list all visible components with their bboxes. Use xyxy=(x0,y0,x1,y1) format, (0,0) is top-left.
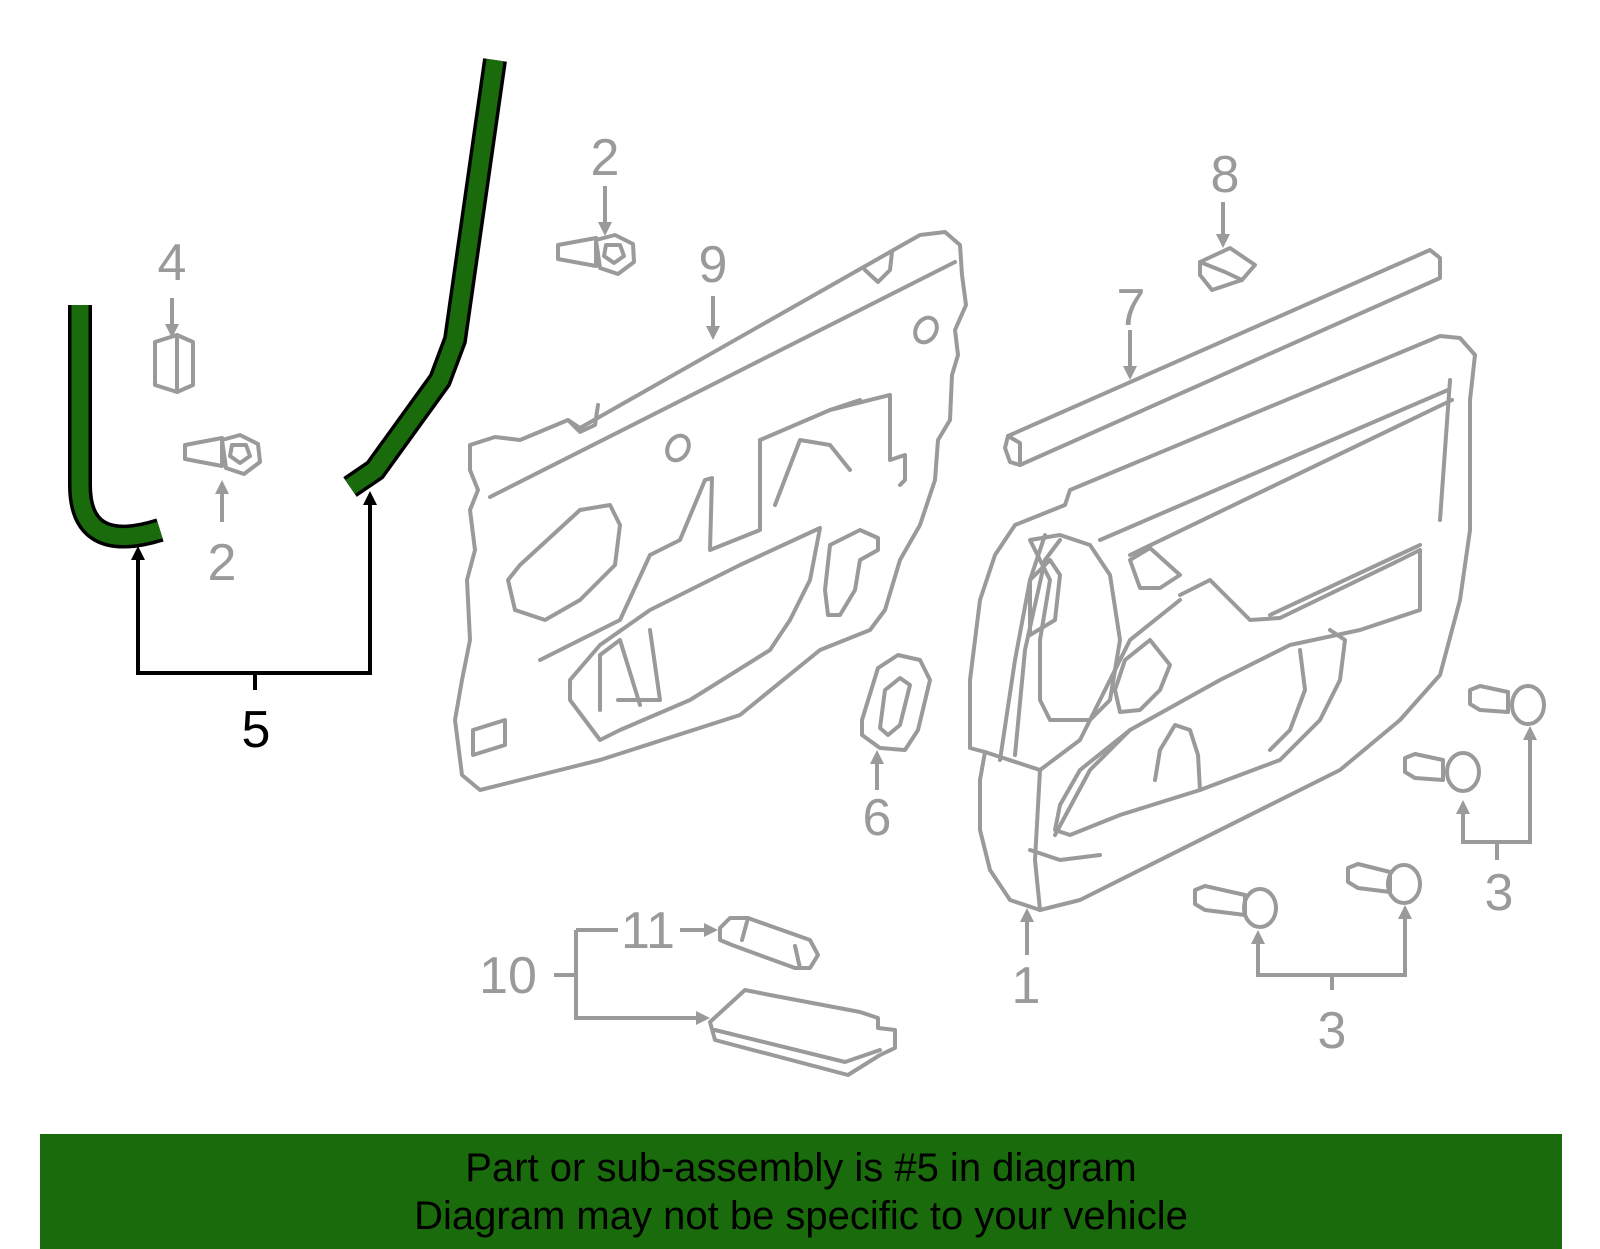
part-10-lamp[interactable] xyxy=(708,988,897,1077)
callout-11: 11 xyxy=(621,902,675,960)
part-3-push-pin-2[interactable] xyxy=(1403,751,1481,793)
callout-2a: 2 xyxy=(591,129,620,187)
leader-4 xyxy=(165,298,179,338)
leader-7 xyxy=(1123,330,1137,380)
callout-2b: 2 xyxy=(208,534,237,592)
part-7-belt-molding[interactable] xyxy=(1003,248,1442,467)
part-9-door-panel-carrier[interactable] xyxy=(453,230,968,792)
leader-9 xyxy=(706,296,720,340)
leader-2b xyxy=(215,480,229,522)
callout-3b: 3 xyxy=(1318,1002,1347,1060)
part-4-clip[interactable] xyxy=(153,333,195,394)
callout-7: 7 xyxy=(1117,279,1146,337)
part-3-push-pin-1[interactable] xyxy=(1468,684,1546,726)
part-3-push-pin-3[interactable] xyxy=(1193,884,1278,929)
leader-3b xyxy=(1251,905,1412,990)
banner-line-1: Part or sub-assembly is #5 in diagram xyxy=(465,1146,1137,1190)
callout-5: 5 xyxy=(242,701,271,759)
callout-3a: 3 xyxy=(1485,864,1514,922)
part-3-push-pin-4[interactable] xyxy=(1346,862,1422,905)
part-2-bolt-top[interactable] xyxy=(556,233,636,276)
part-11-socket[interactable] xyxy=(718,916,820,970)
banner-line-2: Diagram may not be specific to your vehi… xyxy=(414,1194,1188,1238)
info-banner: Part or sub-assembly is #5 in diagram Di… xyxy=(40,1134,1562,1249)
part-6-cover[interactable] xyxy=(860,653,932,752)
callout-10: 10 xyxy=(479,947,537,1005)
callout-9: 9 xyxy=(699,236,728,294)
part-1-door-trim-panel[interactable] xyxy=(968,334,1477,912)
leader-1 xyxy=(1020,908,1034,955)
callout-4: 4 xyxy=(158,234,187,292)
part-8-clip[interactable] xyxy=(1198,246,1257,292)
part-2-bolt-left[interactable] xyxy=(183,433,262,476)
leader-6 xyxy=(870,750,884,790)
callout-6: 6 xyxy=(863,789,892,847)
callout-8: 8 xyxy=(1211,146,1240,204)
callout-labels: 1 2 2 3 3 4 5 6 7 8 9 10 11 xyxy=(158,129,1514,1060)
leader-5 xyxy=(131,491,377,690)
leader-8 xyxy=(1216,202,1230,248)
leader-10-11 xyxy=(554,923,718,1025)
leader-3a xyxy=(1456,726,1537,860)
callout-1: 1 xyxy=(1012,957,1041,1015)
leader-2a xyxy=(598,186,612,236)
part-5-weatherstrip[interactable] xyxy=(68,58,507,549)
